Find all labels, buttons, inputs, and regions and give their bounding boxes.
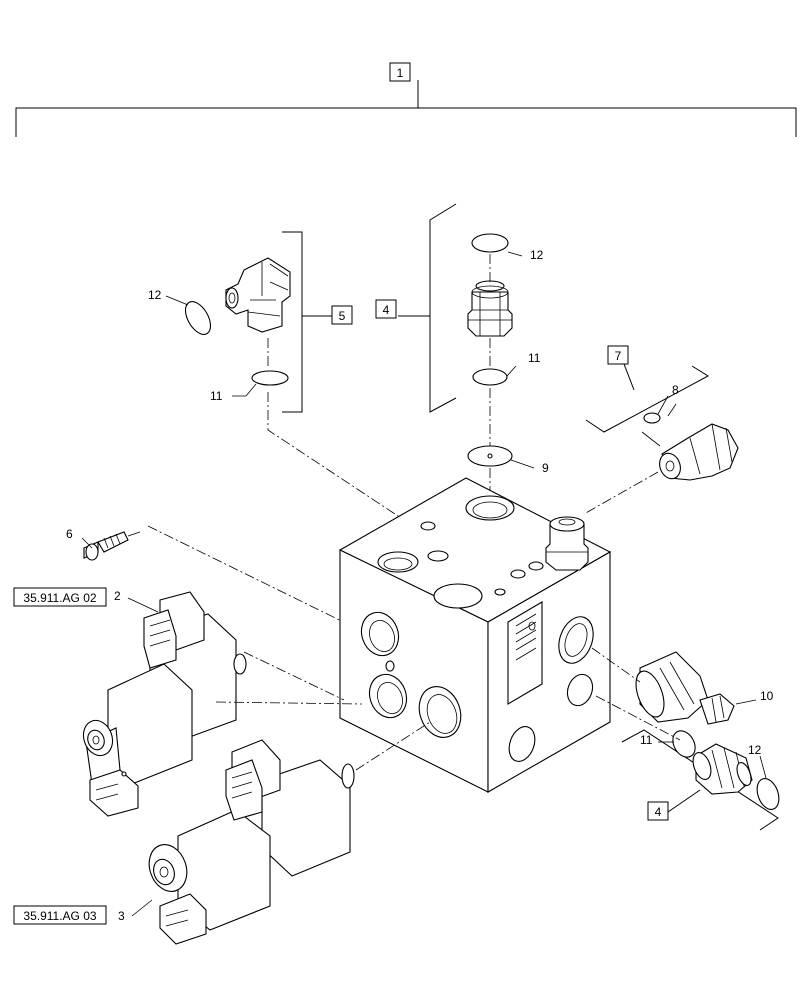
o-ring-12-lower xyxy=(756,778,780,810)
ref-solenoid-3: 35.911.AG 03 xyxy=(23,909,96,923)
ref-solenoid-2: 35.911.AG 02 xyxy=(23,591,96,605)
ref-box-solenoid-2 xyxy=(13,587,107,607)
pin-6 xyxy=(83,531,141,561)
valve-block xyxy=(338,477,612,793)
o-ring-11-top xyxy=(472,368,508,386)
part-label-12-elbow: 12 xyxy=(148,288,162,302)
straight-fitting-lower xyxy=(692,743,753,795)
part-label-6: 6 xyxy=(66,527,73,541)
part-label-8: 8 xyxy=(672,383,679,397)
ref-box-solenoid-3 xyxy=(13,905,107,925)
part-label-11-elbow: 11 xyxy=(210,389,223,403)
solenoid-valve-3 xyxy=(148,739,355,945)
part-label-11-lower: 11 xyxy=(640,733,653,747)
o-ring-12-top xyxy=(471,233,509,253)
part-label-9: 9 xyxy=(542,461,549,475)
callout-7: 7 xyxy=(615,349,622,363)
elbow-fitting xyxy=(225,257,291,333)
part-label-11-top: 11 xyxy=(528,351,541,365)
relief-valve-kit-bracket xyxy=(585,345,709,433)
part-label-3: 3 xyxy=(118,909,125,923)
callout-4-lower: 4 xyxy=(655,805,662,819)
assembly-callout-1: 1 xyxy=(397,66,404,80)
part-label-2: 2 xyxy=(114,589,121,603)
callout-4-top: 4 xyxy=(383,303,390,317)
part-label-10: 10 xyxy=(760,689,774,703)
relief-valve-cartridge xyxy=(659,423,739,481)
straight-fitting-kit-bracket xyxy=(375,203,457,413)
o-ring-12-elbow xyxy=(184,301,212,335)
cartridge-10 xyxy=(635,651,735,725)
o-ring-8 xyxy=(643,412,661,424)
straight-fitting xyxy=(467,280,513,337)
elbow-fitting-kit-bracket xyxy=(282,231,353,413)
o-ring-11-elbow xyxy=(251,370,289,386)
part-label-12-lower: 12 xyxy=(748,743,762,757)
solenoid-valve-2 xyxy=(82,591,247,817)
o-ring-11-lower xyxy=(672,730,696,758)
part-label-12-top: 12 xyxy=(530,248,544,262)
assembly-bracket xyxy=(15,62,797,137)
callout-5: 5 xyxy=(339,309,346,323)
